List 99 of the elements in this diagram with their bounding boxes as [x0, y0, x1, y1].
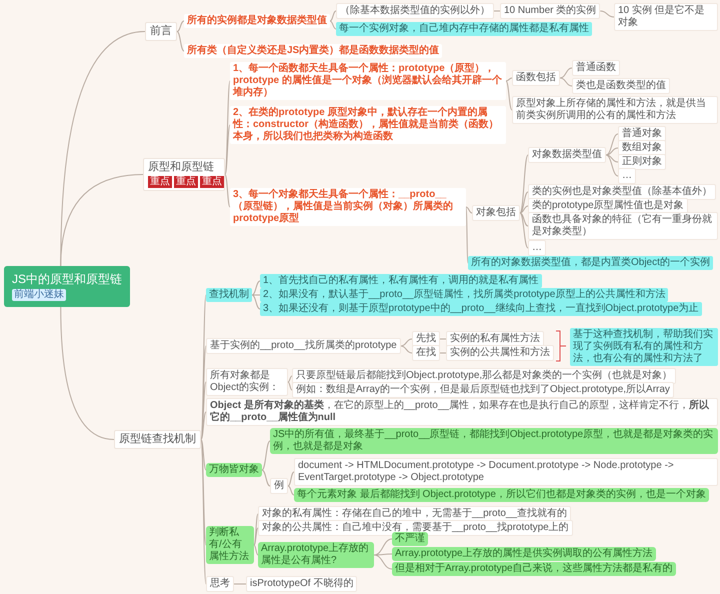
- topic-box: 10 实例 但是它不是对象: [614, 3, 718, 31]
- connector-line: [494, 10, 500, 12]
- connector-line: [288, 472, 294, 486]
- connector-line: [440, 338, 446, 340]
- connector-line: [506, 80, 512, 110]
- connector-line: [224, 174, 230, 208]
- connector-line: [254, 544, 258, 556]
- topic-box: 万物皆对象: [206, 463, 262, 477]
- topic-box: 不严谨: [392, 532, 428, 546]
- topic-box: …: [528, 240, 546, 256]
- connector-line: [262, 440, 270, 470]
- connector-line: [288, 486, 294, 496]
- tag-badge: 重点: [200, 176, 224, 188]
- topic-box: Array.prototype上存放的属性是供实例调取的公有属性方法: [392, 547, 656, 561]
- topic-box: 但是相对于Array.prototype自己来说，这些属性方法都是私有的: [392, 562, 676, 576]
- topic-box: document -> HTMLDocument.prototype -> Document.prototype -> Node.prototype -> EventTarget.prototype -> Object.prototype: [294, 458, 718, 486]
- connector-line: [176, 20, 184, 32]
- connector-line: [254, 514, 258, 546]
- connector-line: [520, 192, 528, 214]
- connector-line: [400, 346, 412, 354]
- topic-box: 函数包括: [512, 70, 560, 86]
- connector-line: [606, 134, 618, 156]
- connector-line: [254, 528, 258, 546]
- connector-line: [560, 68, 572, 78]
- connector-line: [520, 212, 528, 248]
- topic-box: 查找机制: [206, 288, 252, 302]
- connector-line: [560, 78, 572, 86]
- topic-card: [143, 158, 225, 191]
- topic-box: 10 Number 类的实例: [500, 3, 600, 19]
- topic-box: 基于这种查找机制，帮助我们实现了实例既有私有的属性和方法，也有公有的属性和方法了: [570, 328, 718, 366]
- connector-line: [224, 80, 230, 175]
- topic-box: 实例的公共属性和方法: [446, 345, 554, 361]
- topic-box: 原型对象上所存储的属性和方法，就是供当前类实例所调用的公有的属性和方法: [512, 96, 718, 124]
- topic-box: 在找: [412, 345, 440, 361]
- connector-line: [288, 382, 292, 390]
- topic-box: 正则对象: [618, 154, 666, 170]
- connector-line: [600, 10, 614, 18]
- topic-box: 对象包括: [472, 205, 520, 221]
- topic-box: 类的实例也是对象类型值（除基本值外）: [528, 184, 716, 200]
- connector-line: [520, 206, 528, 214]
- topic-box: 前言: [145, 22, 177, 41]
- topic-box: 每一个实例对象，自己堆内存中存储的属性都是私有属性: [336, 22, 592, 36]
- topic-title: 原型和原型链: [148, 161, 215, 174]
- connector-line: [374, 554, 392, 556]
- topic-box: Array.prototype上存放的属性是公有属性?: [258, 542, 374, 568]
- topic-box: 普通函数: [572, 60, 620, 76]
- topic-box: 所有对象都是Object的实例：: [206, 368, 288, 396]
- topic-box: isPrototypeOf 不晓得的: [246, 576, 358, 592]
- connector-line: [262, 470, 270, 486]
- topic-box: 基于实例的__proto__找所属类的prototype: [206, 338, 401, 354]
- topic-box: 类也是函数类型的值: [572, 78, 670, 94]
- topic-box: JS中的所有值，最终基于__proto__原型链，都能找到Object.prototype原型，也就是都是对象类的实例，也就是都是对象: [270, 428, 718, 454]
- topic-box: …: [618, 168, 636, 184]
- topic-box: 对象数据类型值: [528, 147, 606, 163]
- connector-line: [200, 412, 206, 440]
- topic-box: 1、每一个函数都天生具备一个属性：prototype（原型），prototype 的属性值是一个对象（浏览器默认会给其开辟一个堆内存）: [230, 62, 506, 100]
- topic-box: 每个元素对象 最后都能找到 Object.prototype，所以它们也都是对象类的实例，也是一个对象: [294, 488, 709, 502]
- connector-line: [374, 538, 392, 556]
- tag-badge: 重点: [148, 176, 172, 188]
- topic-box: 2、在类的prototype 原型对象中，默认存在一个内置的属性：constructor（构造函数），属性值就是当前类（函数）本身，所以我们也把类称为构造函数: [230, 106, 506, 144]
- connector-line: [440, 352, 446, 354]
- connector-line: [330, 10, 336, 22]
- tag-badge: 前端小迷妹: [12, 289, 66, 301]
- connector-line: [176, 31, 184, 52]
- connector-line: [606, 154, 618, 176]
- connector-line: [606, 148, 618, 156]
- connector-line: [466, 206, 468, 264]
- connector-line: [60, 174, 144, 266]
- connector-line: [330, 20, 336, 30]
- topic-box: 原型链查找机制: [114, 430, 201, 449]
- tag-badge: 重点: [174, 176, 198, 188]
- topic-box: 所有的对象数据类型值，都是内置类Object的一个实例: [468, 256, 713, 270]
- topic-box: 3、如果还没有，则基于原型prototype中的__proto__继续向上查找，一直找到Object.prototype为止: [260, 302, 702, 316]
- topic-box: 例如：数组是Array的一个实例，但是最后原型链也找到了Object.prototype,所以Array: [292, 382, 674, 398]
- topic-box: 所有的实例都是对象数据类型值: [184, 14, 330, 28]
- connector-line: [200, 439, 206, 470]
- connector-line: [466, 206, 472, 214]
- topic-box: 3、每一个对象都天生具备一个属性：__proto__（原型链），属性值是当前实例（对象）所属类的prototype原型: [230, 188, 466, 226]
- topic-box: 思考: [206, 576, 234, 592]
- topic-box: 所有类（自定义类还是JS内置类）都是函数数据类型的值: [184, 44, 442, 58]
- connector-line: [520, 154, 528, 214]
- topic-box: 例: [270, 478, 288, 494]
- connector-line: [374, 554, 392, 570]
- topic-box: 函数也具备对象的特征（它有一重身份就是对象类型）: [528, 212, 718, 240]
- connector-line: [200, 439, 206, 546]
- connector-line: [606, 154, 618, 162]
- topic-box: （除基本数据类型值的实例以外）: [336, 3, 494, 19]
- connector-line: [520, 212, 528, 226]
- topic-title: JS中的原型和原型链: [12, 272, 122, 287]
- connector-line: [224, 124, 230, 175]
- topic-box: Object 是所有对象的基类，在它的原型上的__proto__属性，如果存在也是执行自己的原型，这样肯定不行，所以它的__proto__属性值为null: [206, 398, 718, 426]
- topic-box: 1、首先找自己的私有属性，私有属性有，调用的就是私有属性: [260, 274, 542, 288]
- connector-line: [400, 338, 412, 346]
- connector-line: [252, 280, 260, 296]
- topic-box: 判断私有/公有属性方法: [206, 526, 254, 564]
- connector-line: [252, 294, 260, 310]
- topic-box: 2、如果没有，默认基于__proto__原型链属性，找所属类prototype原型上的公共属性和方法: [260, 288, 668, 302]
- topic-card: [4, 266, 130, 307]
- connector-line: [60, 306, 114, 440]
